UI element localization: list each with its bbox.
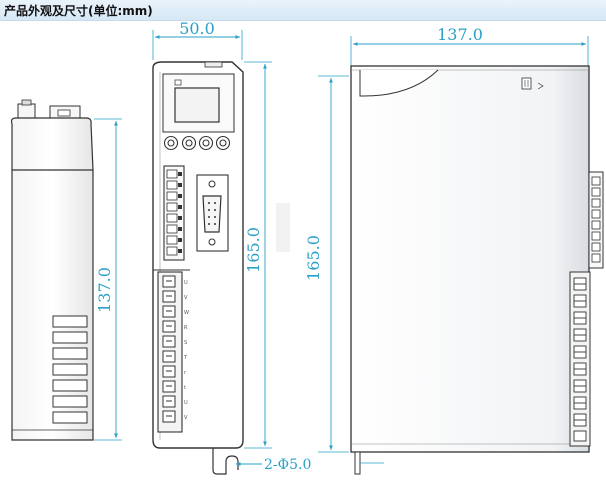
page-title: 产品外观及尺寸(单位:mm): [4, 4, 153, 18]
terminal-label: V: [184, 415, 188, 421]
side-view: 137.0: [304, 25, 604, 475]
vent-slots: [52, 315, 88, 424]
terminal-label: t: [184, 385, 186, 391]
side-power-terminal: [569, 271, 591, 447]
dim-label-mounting-hole: 2-Φ5.0: [264, 457, 311, 473]
terminal-label: U: [184, 280, 188, 286]
side-view-body: [350, 65, 590, 453]
dim-label-side-depth: 137.0: [95, 267, 114, 313]
header-band: [0, 0, 606, 21]
keypad-buttons: [163, 135, 231, 151]
terminal-label: U: [184, 400, 188, 406]
mounting-foot: [212, 448, 239, 475]
terminal-label: T: [183, 355, 188, 361]
terminal-label: R: [184, 325, 188, 331]
side-signal-terminal: [588, 171, 604, 269]
dim-label-side-height: 165.0: [304, 235, 323, 281]
label-plate: [359, 69, 439, 97]
power-terminal-block: U V W R S T r t U V: [153, 269, 190, 433]
dim-label-front-width: 50.0: [179, 19, 215, 38]
signal-terminal-block: [163, 165, 185, 261]
top-connector-left: [17, 103, 36, 119]
terminal-label: V: [184, 295, 188, 301]
display-window: [174, 87, 220, 123]
side-mounting-foot: [354, 451, 361, 475]
terminal-label: S: [184, 340, 187, 346]
terminal-label: r: [184, 370, 187, 376]
dim-label-top-view-depth: 137.0: [437, 25, 483, 44]
dim-label-front-height: 165.0: [244, 227, 263, 273]
top-view-body: [10, 117, 94, 441]
terminal-label: W: [184, 310, 189, 316]
dip-switch: [521, 77, 532, 90]
top-view: 137.0: [10, 99, 122, 441]
front-view: 50.0: [152, 19, 311, 475]
db-connector: [196, 174, 229, 252]
